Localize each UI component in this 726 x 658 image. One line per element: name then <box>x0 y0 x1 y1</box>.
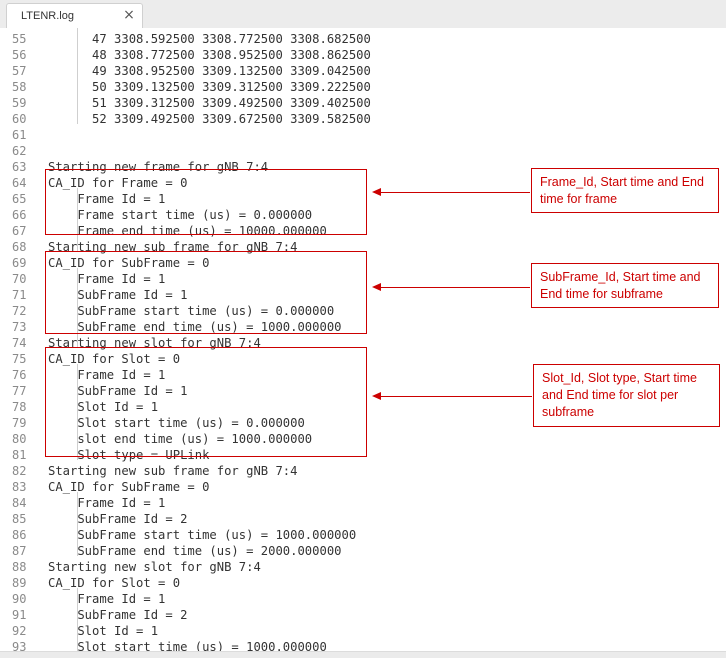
code-line: CA_ID for Slot = 0 <box>48 576 181 590</box>
line-number: 68 <box>12 240 27 254</box>
line-number: 77 <box>12 384 27 398</box>
code-line: CA_ID for Frame = 0 <box>48 176 188 190</box>
frame-arrow-line <box>380 192 530 193</box>
line-number: 84 <box>12 496 27 510</box>
line-number: 80 <box>12 432 27 446</box>
slot-highlight-box <box>45 347 367 457</box>
code-line: 49 3308.952500 3309.132500 3309.042500 <box>48 64 371 78</box>
code-line: Frame Id = 1 <box>48 368 166 382</box>
line-number: 70 <box>12 272 27 286</box>
line-number: 75 <box>12 352 27 366</box>
code-line: SubFrame start time (us) = 0.000000 <box>48 304 335 318</box>
code-line: SubFrame Id = 1 <box>48 384 188 398</box>
code-line: SubFrame start time (us) = 1000.000000 <box>48 528 357 542</box>
indent-guide <box>77 28 78 124</box>
tab-bar: LTENR.log × <box>0 0 726 29</box>
line-number: 56 <box>12 48 27 62</box>
code-line: SubFrame Id = 2 <box>48 608 188 622</box>
line-number: 69 <box>12 256 27 270</box>
frame-arrow-head-icon <box>372 188 381 196</box>
indent-guide <box>77 188 78 252</box>
code-line: Slot type = UPLink <box>48 448 210 462</box>
frame-highlight-box <box>45 169 367 235</box>
code-line: 50 3309.132500 3309.312500 3309.222500 <box>48 80 371 94</box>
code-line: Starting new sub frame for gNB 7:4 <box>48 464 298 478</box>
line-number: 72 <box>12 304 27 318</box>
line-number: 85 <box>12 512 27 526</box>
code-line: Slot Id = 1 <box>48 400 159 414</box>
slot-callout: Slot_Id, Slot type, Start time and End t… <box>533 364 720 427</box>
subframe-arrow-line <box>380 287 530 288</box>
indent-guide <box>77 588 78 651</box>
code-line: Slot Id = 1 <box>48 624 159 638</box>
line-number: 79 <box>12 416 27 430</box>
code-line: Starting new frame for gNB 7:4 <box>48 160 269 174</box>
horizontal-scrollbar[interactable] <box>0 651 726 658</box>
line-number: 64 <box>12 176 27 190</box>
line-number: 87 <box>12 544 27 558</box>
code-line: SubFrame end time (us) = 1000.000000 <box>48 320 342 334</box>
line-number: 83 <box>12 480 27 494</box>
indent-guide <box>77 492 78 556</box>
line-number: 81 <box>12 448 27 462</box>
tab-ltenr-log[interactable]: LTENR.log × <box>6 3 143 29</box>
line-number: 71 <box>12 288 27 302</box>
code-line: Frame start time (us) = 0.000000 <box>48 208 313 222</box>
code-line: 47 3308.592500 3308.772500 3308.682500 <box>48 32 371 46</box>
code-line: Starting new slot for gNB 7:4 <box>48 560 261 574</box>
code-line: CA_ID for SubFrame = 0 <box>48 256 210 270</box>
line-number: 59 <box>12 96 27 110</box>
code-line: 48 3308.772500 3308.952500 3308.862500 <box>48 48 371 62</box>
code-line: SubFrame Id = 1 <box>48 288 188 302</box>
line-number: 61 <box>12 128 27 142</box>
code-line: CA_ID for Slot = 0 <box>48 352 181 366</box>
code-line: CA_ID for SubFrame = 0 <box>48 480 210 494</box>
indent-guide <box>77 364 78 460</box>
line-number: 78 <box>12 400 27 414</box>
line-number: 62 <box>12 144 27 158</box>
code-line: Frame Id = 1 <box>48 496 166 510</box>
line-number: 73 <box>12 320 27 334</box>
code-line: 51 3309.312500 3309.492500 3309.402500 <box>48 96 371 110</box>
subframe-arrow-head-icon <box>372 283 381 291</box>
code-line: Slot start time (us) = 0.000000 <box>48 416 305 430</box>
code-line: Frame Id = 1 <box>48 192 166 206</box>
line-number: 66 <box>12 208 27 222</box>
frame-callout: Frame_Id, Start time and End time for fr… <box>531 168 719 213</box>
line-number: 63 <box>12 160 27 174</box>
line-number: 88 <box>12 560 27 574</box>
code-line: Slot start time (us) = 1000.000000 <box>48 640 327 651</box>
line-number: 76 <box>12 368 27 382</box>
code-line: 52 3309.492500 3309.672500 3309.582500 <box>48 112 371 126</box>
editor-pane[interactable]: 55 56 57 58 59 60 61 62 63 64 65 66 67 68 69 70 71 72 73 74… <box>0 28 726 651</box>
line-number: 82 <box>12 464 27 478</box>
code-line: Frame Id = 1 <box>48 272 166 286</box>
line-number: 90 <box>12 592 27 606</box>
line-number: 67 <box>12 224 27 238</box>
line-number: 93 <box>12 640 27 651</box>
line-number: 92 <box>12 624 27 638</box>
line-number: 58 <box>12 80 27 94</box>
line-number: 91 <box>12 608 27 622</box>
line-number: 89 <box>12 576 27 590</box>
line-number: 60 <box>12 112 27 126</box>
subframe-highlight-box <box>45 251 367 334</box>
close-icon[interactable]: × <box>123 7 135 23</box>
line-number: 74 <box>12 336 27 350</box>
slot-arrow-head-icon <box>372 392 381 400</box>
code-line: slot end time (us) = 1000.000000 <box>48 432 313 446</box>
line-number: 57 <box>12 64 27 78</box>
line-number: 55 <box>12 32 27 46</box>
line-number-gutter: 55 56 57 58 59 60 61 62 63 64 65 66 67 68 69 70 71 72 73 74… <box>0 28 40 651</box>
line-number: 86 <box>12 528 27 542</box>
indent-guide <box>77 268 78 348</box>
tab-title: LTENR.log <box>21 10 74 22</box>
code-line: SubFrame Id = 2 <box>48 512 188 526</box>
code-line: Frame Id = 1 <box>48 592 166 606</box>
subframe-callout: SubFrame_Id, Start time and End time for… <box>531 263 719 308</box>
code-line: SubFrame end time (us) = 2000.000000 <box>48 544 342 558</box>
line-number: 65 <box>12 192 27 206</box>
slot-arrow-line <box>380 396 532 397</box>
